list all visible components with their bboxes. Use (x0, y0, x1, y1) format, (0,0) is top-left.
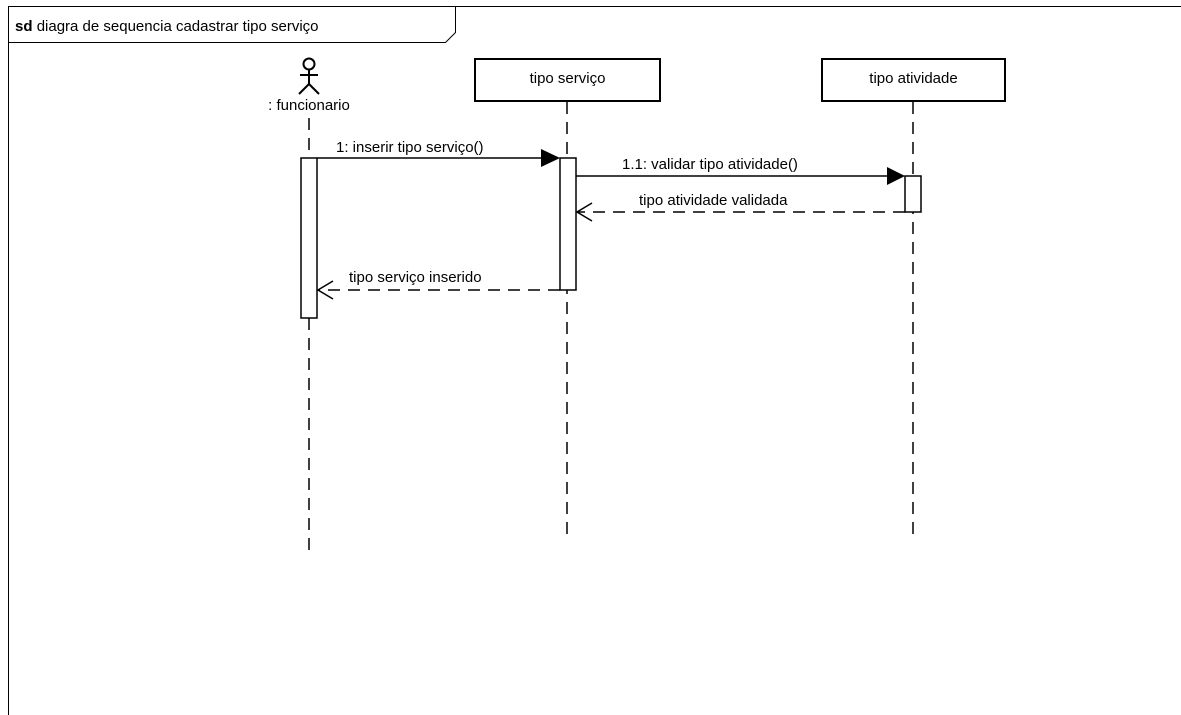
filled-arrowhead-icon (541, 149, 560, 167)
frame: sd diagra de sequencia cadastrar tipo se… (8, 6, 1181, 715)
lifeline-label: tipo atividade (869, 70, 957, 87)
return-message-1-1: tipo atividade validada (575, 192, 905, 222)
actor-label: : funcionario (268, 97, 350, 114)
message-label: tipo atividade validada (639, 192, 788, 209)
lifeline-tipo-servico: tipo serviço (474, 58, 661, 102)
activation-bar-tipo-atividade (904, 175, 922, 213)
frame-keyword: sd (15, 18, 33, 35)
message-label: 1: inserir tipo serviço() (336, 139, 484, 156)
frame-border (8, 6, 1181, 715)
open-arrowhead-icon (316, 280, 334, 300)
message-1-1: 1.1: validar tipo atividade() (576, 156, 905, 185)
return-message-1: tipo serviço inserido (316, 269, 560, 300)
activation-bars (300, 157, 922, 319)
lifeline-tipo-atividade: tipo atividade (821, 58, 1006, 102)
actor-funcionario: : funcionario (268, 57, 350, 114)
stick-figure-icon (298, 57, 320, 95)
filled-arrowhead-icon (887, 167, 905, 185)
message-label: 1.1: validar tipo atividade() (622, 156, 798, 173)
message-1: 1: inserir tipo serviço() (317, 139, 560, 167)
lifeline-label: tipo serviço (530, 70, 606, 87)
activation-bar-funcionario (300, 157, 318, 319)
lifeline-head-box (474, 58, 661, 102)
message-label: tipo serviço inserido (349, 269, 482, 286)
frame-title-text: diagra de sequencia cadastrar tipo servi… (37, 18, 319, 35)
activation-bar-tipo-servico (559, 157, 577, 291)
frame-title-tab (8, 6, 456, 43)
frame-title: sd diagra de sequencia cadastrar tipo se… (15, 18, 319, 35)
lifeline-head-box (821, 58, 1006, 102)
open-arrowhead-icon (575, 202, 593, 222)
lifeline-lines (308, 102, 914, 552)
